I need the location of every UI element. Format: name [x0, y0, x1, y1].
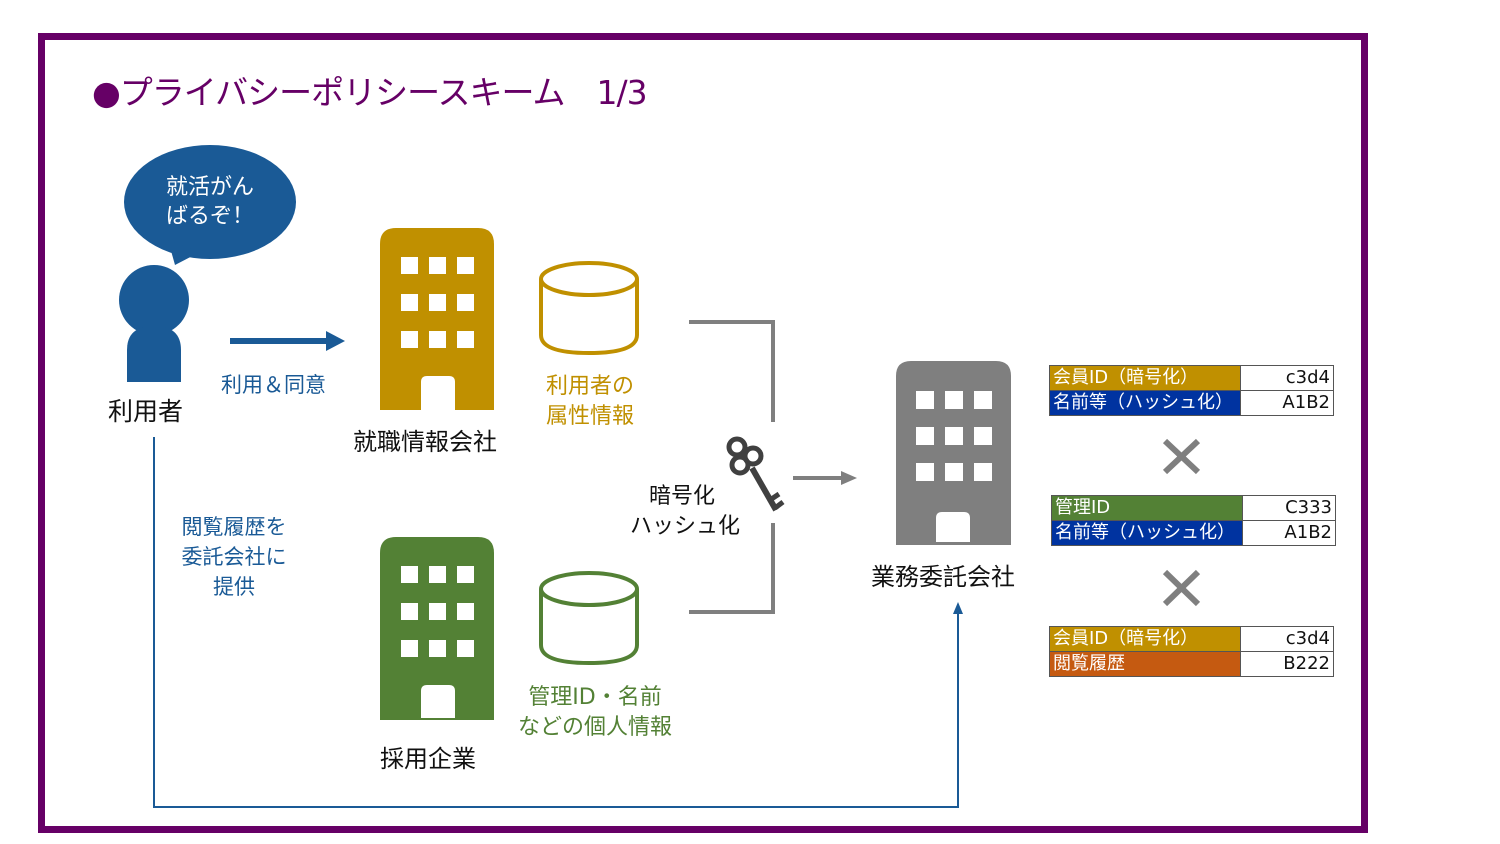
- table-key: 名前等（ハッシュ化）: [1049, 390, 1241, 416]
- table-row: 会員ID（暗号化） c3d4: [1049, 626, 1334, 652]
- table-row: 名前等（ハッシュ化） A1B2: [1051, 520, 1336, 546]
- slide-frame: [38, 33, 1368, 833]
- process-label: 暗号化 ハッシュ化: [630, 482, 741, 542]
- history-provision-label: 閲覧履歴を 委託会社に 提供: [172, 512, 296, 602]
- consent-arrow: [230, 331, 345, 351]
- history-flow-arrow: [153, 437, 963, 808]
- table-key: 会員ID（暗号化）: [1049, 626, 1241, 652]
- contractor-label: 業務委託会社: [871, 563, 1015, 591]
- employer-label: 採用企業: [380, 745, 476, 773]
- employer-db-label: 管理ID・名前 などの個人情報: [514, 683, 676, 743]
- history-label-line-1: 閲覧履歴を: [181, 515, 287, 539]
- speech-bubble: [124, 145, 296, 265]
- slide-title: ●プライバシーポリシースキーム 1/3: [92, 73, 648, 112]
- speech-bubble-text: 就活がん ばるぞ！: [150, 173, 270, 231]
- key-icon: [726, 436, 785, 512]
- process-label-line-1: 暗号化: [648, 484, 715, 509]
- join-cross-icon-1: [1162, 438, 1201, 475]
- table-row: 閲覧履歴 B222: [1049, 651, 1334, 677]
- contractor-building-icon: [896, 361, 1011, 545]
- job-site-label: 就職情報会社: [353, 428, 497, 456]
- job-site-db-label-line-1: 利用者の: [545, 374, 634, 399]
- history-label-line-2: 委託会社に: [181, 545, 287, 569]
- employer-db-label-line-1: 管理ID・名前: [528, 685, 662, 710]
- job-site-db-label: 利用者の 属性情報: [538, 372, 642, 432]
- speech-line-1: 就活がん: [165, 175, 254, 200]
- table-row: 管理ID C333: [1051, 495, 1336, 521]
- user-label: 利用者: [108, 397, 184, 426]
- user-icon: [119, 265, 189, 382]
- job-site-building-icon: [380, 228, 494, 410]
- table-key: 管理ID: [1051, 495, 1243, 521]
- job-site-db-label-line-2: 属性情報: [545, 404, 634, 429]
- consent-label: 利用＆同意: [221, 373, 326, 397]
- table-key: 閲覧履歴: [1049, 651, 1241, 677]
- table-value: c3d4: [1240, 626, 1334, 652]
- data-table-member-history: 会員ID（暗号化） c3d4 閲覧履歴 B222: [1049, 626, 1334, 677]
- personal-info-database-icon: [539, 571, 639, 666]
- table-value: c3d4: [1240, 365, 1334, 391]
- process-label-line-2: ハッシュ化: [630, 514, 741, 539]
- data-table-admin-name: 管理ID C333 名前等（ハッシュ化） A1B2: [1051, 495, 1336, 546]
- table-key: 名前等（ハッシュ化）: [1051, 520, 1243, 546]
- speech-line-2: ばるぞ！: [165, 204, 254, 229]
- table-row: 名前等（ハッシュ化） A1B2: [1049, 390, 1334, 416]
- history-label-line-3: 提供: [213, 575, 255, 599]
- user-attributes-database-icon: [539, 261, 639, 356]
- table-row: 会員ID（暗号化） c3d4: [1049, 365, 1334, 391]
- table-value: A1B2: [1242, 520, 1336, 546]
- table-value: C333: [1242, 495, 1336, 521]
- employer-building-icon: [380, 537, 494, 720]
- table-key: 会員ID（暗号化）: [1049, 365, 1241, 391]
- merge-bracket: [689, 320, 775, 614]
- employer-db-label-line-2: などの個人情報: [517, 715, 672, 740]
- table-value: A1B2: [1240, 390, 1334, 416]
- data-table-member-name: 会員ID（暗号化） c3d4 名前等（ハッシュ化） A1B2: [1049, 365, 1334, 416]
- table-value: B222: [1240, 651, 1334, 677]
- transfer-arrow: [793, 471, 857, 485]
- join-cross-icon-2: [1162, 569, 1201, 607]
